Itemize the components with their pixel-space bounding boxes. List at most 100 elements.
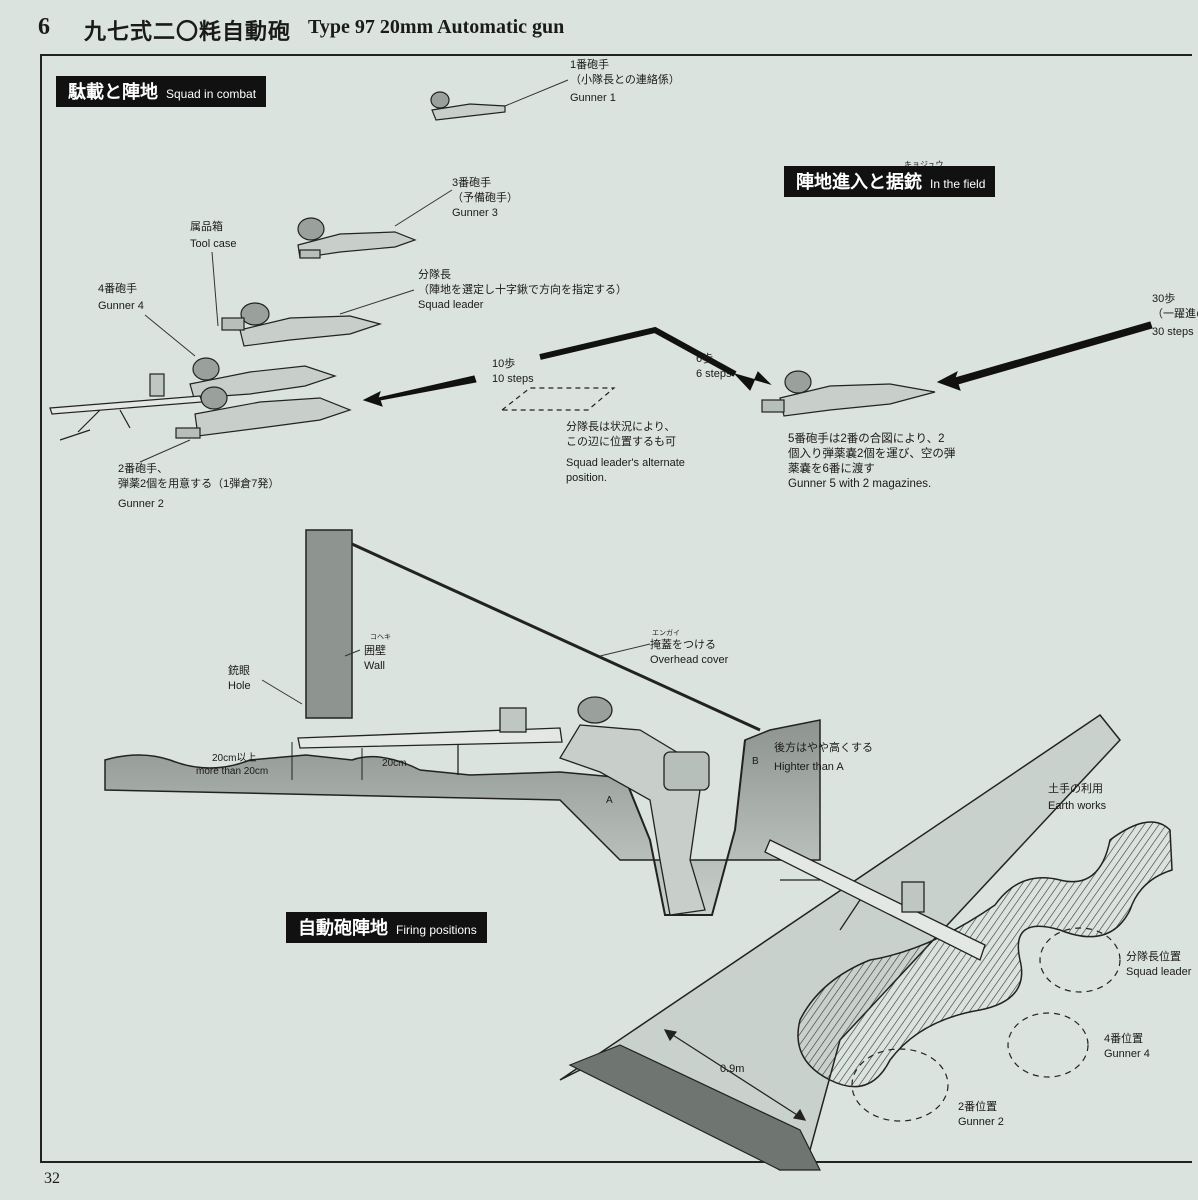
- label-alternate-position: 分隊長は状況により、 この辺に位置するも可 Squad leader's alt…: [566, 420, 685, 486]
- wall-structure: [305, 529, 761, 732]
- label-squad-leader-en: Squad leader: [418, 299, 484, 311]
- section-in-the-field-jp: 陣地進入と据銃: [796, 172, 922, 193]
- label-pos-g2-jp: 2番位置: [958, 1101, 998, 1113]
- label-dim-20cm: 20cm: [382, 758, 407, 769]
- gunner5-figure: [761, 370, 936, 417]
- label-hole-en: Hole: [228, 680, 251, 692]
- label-squad-leader: 分隊長 （陣地を選定し十字鍬で方向を指定する） Squad leader: [418, 268, 627, 313]
- label-gunner1-jp1: 1番砲手: [570, 59, 610, 71]
- label-tool-case-jp: 属品箱: [190, 221, 223, 233]
- label-rear-jp: 後方はやや高くする: [774, 742, 873, 754]
- soldier-in-trench: [559, 696, 710, 916]
- label-6-steps: 6歩 6 steps: [696, 352, 731, 382]
- alternate-position-box: [500, 387, 616, 411]
- label-cover-jp: 掩蓋をつける: [650, 639, 716, 651]
- section-firing-positions: 自動砲陣地 Firing positions: [286, 912, 487, 943]
- label-gunner5-jp2: 個入り弾薬嚢2個を運び、空の弾: [788, 448, 956, 460]
- label-10-steps: 10歩 10 steps: [492, 357, 534, 387]
- section-in-the-field: 陣地進入と据銃 In the field: [784, 166, 996, 197]
- dim-09m: [663, 1029, 807, 1121]
- label-gunner2: 2番砲手、 弾薬2個を用意する（1弾倉7発） Gunner 2: [118, 462, 279, 512]
- label-30-steps-jp2: （一躍進の距: [1152, 308, 1198, 320]
- label-point-b: B: [752, 756, 759, 767]
- label-gunner5-jp1: 5番砲手は2番の合図により、2: [788, 433, 945, 445]
- dimension-markers: [291, 742, 363, 780]
- label-6-steps-en: 6 steps: [696, 368, 732, 380]
- label-pos-squad-leader: 分隊長位置 Squad leader: [1126, 950, 1191, 980]
- label-gunner4-en: Gunner 4: [98, 300, 144, 312]
- label-alternate-jp2: この辺に位置するも可: [566, 436, 676, 448]
- label-earthworks: 土手の利用 Earth works: [1048, 782, 1106, 814]
- label-rear-higher: 後方はやや高くする Highter than A: [774, 741, 873, 775]
- page-title-en: Type 97 20mm Automatic gun: [308, 16, 565, 38]
- gun-earthworks: [764, 839, 986, 961]
- label-gunner5-jp3: 薬嚢を6番に渡す: [788, 463, 875, 475]
- page-frame: [40, 54, 1192, 1163]
- gun-section: [297, 707, 563, 775]
- label-10-steps-en: 10 steps: [492, 373, 534, 385]
- label-pos-g2-en: Gunner 2: [958, 1116, 1004, 1128]
- field-ruby: キョジュウ: [904, 160, 944, 169]
- label-30-steps-jp: 30歩: [1152, 293, 1176, 305]
- label-cover-en: Overhead cover: [650, 654, 729, 666]
- label-dim-20cm-above: 20cm以上 more than 20cm: [196, 752, 268, 778]
- label-wall-jp: 囲壁: [364, 645, 386, 657]
- label-gunner4: 4番砲手 Gunner 4: [98, 282, 144, 314]
- gunner4-figure: [189, 357, 337, 399]
- label-hole-jp: 銃眼: [228, 665, 250, 677]
- label-pos-gunner4: 4番位置 Gunner 4: [1104, 1032, 1150, 1062]
- label-tool-case: 属品箱 Tool case: [190, 220, 236, 252]
- label-tool-case-en: Tool case: [190, 238, 237, 250]
- gunner3-figure: [297, 217, 417, 259]
- section-firing-positions-en: Firing positions: [396, 923, 477, 937]
- ground-section: [104, 719, 821, 916]
- label-squad-leader-jp1: 分隊長: [418, 269, 451, 281]
- label-30-steps: 30歩 （一躍進の距 30 steps: [1152, 292, 1198, 340]
- earth-bank: [797, 821, 1173, 1088]
- label-gunner5-en: Gunner 5 with 2 magazines.: [788, 478, 932, 490]
- label-pos-leader-en: Squad leader: [1126, 966, 1192, 978]
- label-hole: 銃眼 Hole: [228, 664, 251, 694]
- label-gunner3-jp2: （予備砲手）: [452, 192, 518, 204]
- section-squad-in-combat: 駄載と陣地 Squad in combat: [56, 76, 267, 107]
- label-gunner1-en: Gunner 1: [570, 92, 616, 104]
- label-alternate-jp1: 分隊長は状況により、: [566, 421, 676, 433]
- label-dim-20cm-jp: 20cm以上: [212, 753, 257, 764]
- label-wall-ruby: コヘキ: [370, 634, 391, 641]
- label-gunner3-en: Gunner 3: [452, 207, 498, 219]
- label-rear-en: Highter than A: [774, 761, 844, 773]
- label-30-steps-en: 30 steps: [1152, 326, 1194, 338]
- label-gunner2-en: Gunner 2: [118, 498, 164, 510]
- label-wall: 囲壁 Wall: [364, 644, 386, 674]
- label-alternate-en2: position.: [566, 472, 607, 484]
- squad-leader-figure: [221, 302, 383, 347]
- label-point-a: A: [606, 795, 613, 806]
- label-pos-leader-jp: 分隊長位置: [1126, 951, 1181, 963]
- section-squad-in-combat-jp: 駄載と陣地: [68, 82, 158, 103]
- label-gunner2-jp2: 弾薬2個を用意する（1弾倉7発）: [118, 478, 280, 490]
- label-gunner3-jp1: 3番砲手: [452, 177, 492, 189]
- gun-top-left: [49, 373, 203, 441]
- section-squad-in-combat-en: Squad in combat: [166, 87, 257, 101]
- label-earthworks-en: Earth works: [1048, 800, 1107, 812]
- label-overhead-cover: 掩蓋をつける Overhead cover: [650, 638, 728, 668]
- chapter-number: 6: [38, 14, 50, 40]
- label-dim-20cm-en: more than 20cm: [196, 766, 269, 777]
- trench-cut: [568, 1044, 821, 1171]
- label-pos-gunner2: 2番位置 Gunner 2: [958, 1100, 1004, 1130]
- position-circles: [851, 927, 1121, 1122]
- section-in-the-field-en: In the field: [930, 177, 986, 191]
- label-gunner4-jp: 4番砲手: [98, 283, 138, 295]
- label-gunner1: 1番砲手 （小隊長との連絡係） Gunner 1: [570, 58, 680, 106]
- advance-arrows: [362, 321, 1153, 407]
- label-pos-g4-jp: 4番位置: [1104, 1033, 1144, 1045]
- label-gunner2-jp1: 2番砲手、: [118, 463, 169, 475]
- label-gunner3: 3番砲手 （予備砲手） Gunner 3: [452, 176, 518, 221]
- label-alternate-en1: Squad leader's alternate: [566, 457, 685, 469]
- gunner2-figure: [175, 386, 352, 439]
- label-gunner1-jp2: （小隊長との連絡係）: [570, 74, 680, 86]
- label-pos-g4-en: Gunner 4: [1104, 1048, 1150, 1060]
- label-gunner5: 5番砲手は2番の合図により、2 個入り弾薬嚢2個を運び、空の弾 薬嚢を6番に渡す…: [788, 432, 955, 492]
